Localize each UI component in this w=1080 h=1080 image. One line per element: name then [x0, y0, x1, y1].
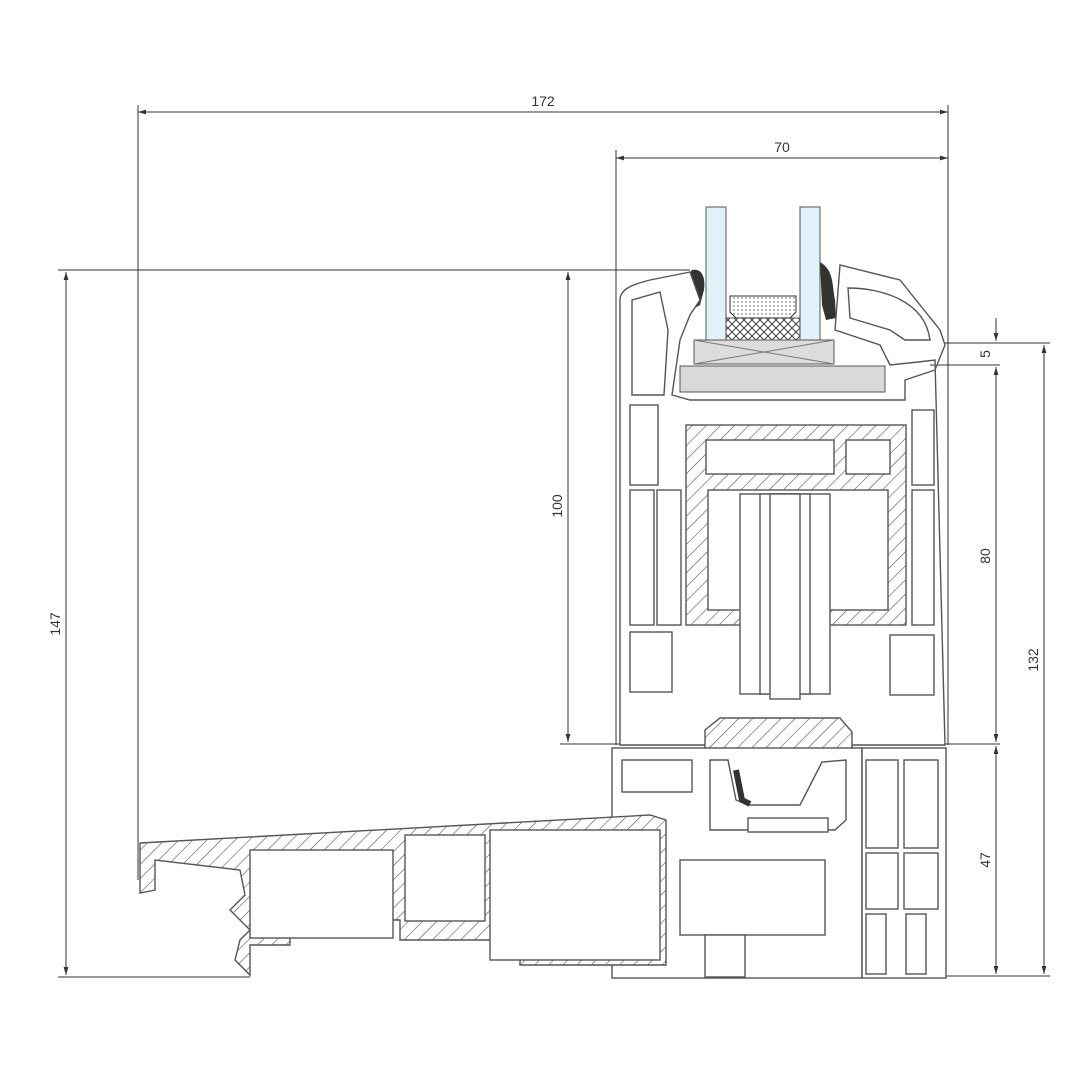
glazing-packer [679, 365, 886, 393]
threshold-frame [139, 747, 947, 979]
dim-frame-height: 132 [1025, 648, 1041, 672]
dim-opening-height: 100 [549, 494, 565, 518]
dim-gap: 5 [977, 350, 993, 358]
dim-threshold-height: 47 [977, 852, 993, 868]
dim-sash-height: 80 [977, 548, 993, 564]
dim-overall-width: 172 [531, 93, 555, 109]
dim-overall-height: 147 [47, 612, 63, 636]
dim-sash-width: 70 [774, 139, 790, 155]
dimension-lines [58, 105, 1050, 978]
glazing-unit [675, 206, 836, 341]
